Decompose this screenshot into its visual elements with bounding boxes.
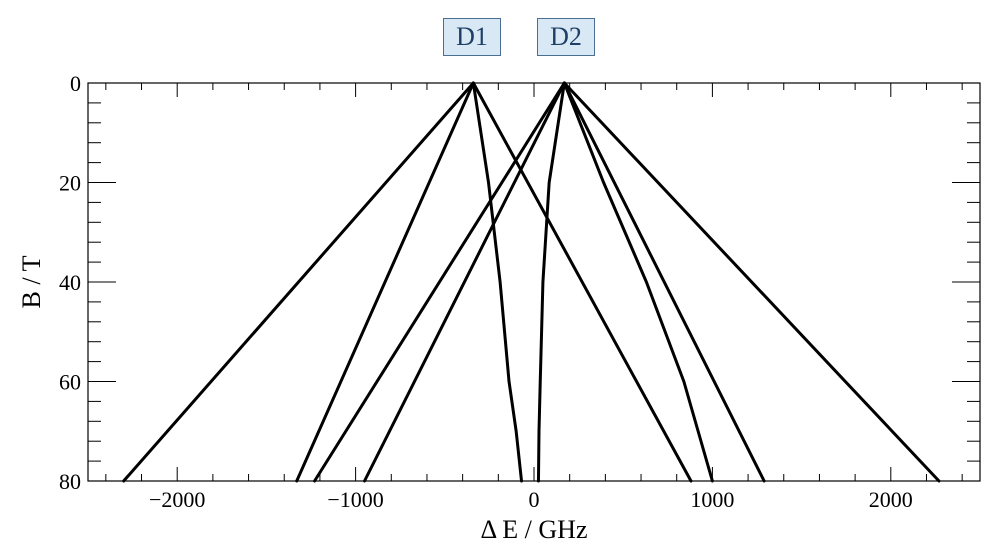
d1-label: D1 xyxy=(456,22,488,51)
y-tick-label: 0 xyxy=(70,71,81,96)
x-tick-label: 1000 xyxy=(690,487,734,512)
y-tick-label: 20 xyxy=(59,171,81,196)
series-line-2 xyxy=(295,81,475,483)
x-tick-label: −1000 xyxy=(327,487,383,512)
x-axis-title: Δ E / GHz xyxy=(481,515,588,544)
d1-label-box: D1 xyxy=(443,18,501,56)
series-line-8 xyxy=(562,81,714,483)
series-line-10 xyxy=(562,81,941,483)
y-axis-title: B / T xyxy=(17,255,46,308)
series-line-3 xyxy=(471,81,524,483)
y-tick-label: 60 xyxy=(59,370,81,395)
axis-ticks xyxy=(88,82,980,482)
series-lines xyxy=(122,81,941,483)
series-line-5 xyxy=(313,81,566,483)
x-tick-label: 2000 xyxy=(869,487,913,512)
series-line-1 xyxy=(122,81,475,483)
series-line-7 xyxy=(536,81,566,483)
y-tick-label: 80 xyxy=(59,469,81,494)
series-line-4 xyxy=(471,81,693,483)
x-tick-label: 0 xyxy=(529,487,540,512)
plot-frame xyxy=(87,82,981,482)
d2-label-box: D2 xyxy=(537,18,595,56)
tick-labels: −2000 −1000 0 1000 2000 0 20 40 60 80 xyxy=(59,71,913,512)
x-tick-label: −2000 xyxy=(149,487,205,512)
d2-label: D2 xyxy=(550,22,582,51)
series-line-9 xyxy=(562,81,766,483)
series-line-6 xyxy=(363,81,566,483)
y-tick-label: 40 xyxy=(59,270,81,295)
